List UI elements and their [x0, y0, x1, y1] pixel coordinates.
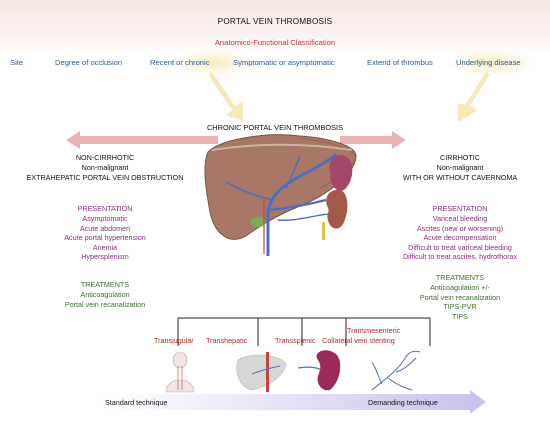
category-symptomatic: Symptomatic or asymptomatic [233, 58, 335, 67]
arrow-recent-to-chronic [209, 72, 243, 121]
non-cirrhotic-treatments: TREATMENTS Anticoagulation Portal vein r… [0, 280, 210, 309]
list-item: Acute decompensation [423, 233, 497, 243]
category-extend-of-thrombus: Extend of thrombus [367, 58, 433, 67]
arrow-underlying-to-cirrhotic [458, 72, 490, 122]
scale-arrow [100, 390, 486, 414]
heading-line: Non-malignant [81, 163, 129, 172]
treatments-label: TREATMENTS [80, 280, 130, 289]
technique-transjugular: Transjugular [154, 336, 194, 345]
list-item: Difficult to treat ascites, hydrothorax [402, 252, 518, 262]
list-item: Portal vein recanalization [64, 299, 146, 309]
scale-start-label: Standard technique [105, 398, 168, 407]
category-degree-of-occlusion: Degree of occlusion [55, 58, 123, 67]
list-item: Anticoagulation [80, 290, 130, 299]
transmesenteric-illustration [371, 350, 421, 391]
heading-line: EXTRAHEPATIC PORTAL VEIN OBSTRUCTION [26, 173, 184, 182]
transsplenic-illustration [297, 350, 341, 391]
list-item: Portal vein recanalization [419, 292, 501, 302]
non-cirrhotic-presentation: PRESENTATION Asymptomatic Acute abdomen … [0, 204, 210, 262]
presentation-label: PRESENTATION [432, 204, 488, 213]
cirrhotic-presentation: PRESENTATION Variceal bleeding Ascites (… [370, 204, 550, 262]
cirrhotic-treatments: TREATMENTS Anticoagulation +/- Portal ve… [370, 273, 550, 321]
transhepatic-illustration [236, 352, 287, 392]
scale-end-label: Demanding technique [368, 398, 438, 407]
category-recent-or-chronic: Recent or chronic [150, 58, 210, 67]
arrow-to-cirrhotic [340, 131, 406, 149]
list-item: Anticoagulation +/- [430, 283, 490, 292]
category-underlying-disease: Underlying disease [456, 58, 521, 67]
list-item: TIPS-PVR [443, 302, 477, 312]
chronic-pvt-title: CHRONIC PORTAL VEIN THROMBOSIS [206, 123, 344, 132]
list-item: Hypersplenism [81, 252, 129, 262]
category-site: Site [10, 58, 24, 67]
kidney-illustration [322, 189, 348, 240]
technique-transsplenic: Transsplenic [275, 336, 316, 345]
non-cirrhotic-heading: NON-CIRRHOTIC Non-malignant EXTRAHEPATIC… [0, 153, 210, 183]
cirrhotic-heading: CIRRHOTIC Non-malignant WITH OR WITHOUT … [370, 153, 550, 183]
list-item: TIPS [452, 311, 468, 321]
liver-illustration [204, 134, 357, 240]
technique-collateral-stenting: Collateral vein stenting [322, 336, 395, 345]
treatments-label: TREATMENTS [435, 273, 485, 282]
page-subtitle: Anatomico-Functional Classification [214, 38, 336, 47]
heading-line: Non-malignant [436, 163, 484, 172]
highlight-underlying-disease [447, 49, 535, 77]
heading-line: CIRRHOTIC [440, 153, 480, 162]
heading-line: NON-CIRRHOTIC [75, 153, 135, 162]
transjugular-illustration [165, 351, 195, 393]
presentation-label: PRESENTATION [77, 204, 133, 213]
technique-transmesenteric: Transmesenteric [347, 326, 401, 335]
list-item: Anemia [92, 242, 118, 252]
list-item: Asymptomatic [82, 214, 128, 223]
heading-line: WITH OR WITHOUT CAVERNOMA [402, 173, 518, 182]
list-item: Ascites (new or worsening) [416, 223, 504, 233]
highlight-recent-chronic [174, 49, 254, 77]
technique-transhepatic: Transhepatic [206, 336, 248, 345]
list-item: Variceal bleeding [432, 214, 488, 223]
page-title: PORTAL VEIN THROMBOSIS [217, 17, 333, 26]
spleen-illustration [329, 155, 353, 191]
portal-vein-vessels [225, 152, 339, 256]
header-band [0, 0, 550, 54]
list-item: Acute portal hypertension [64, 233, 146, 243]
list-item: Difficult to treat variceal bleeding [408, 242, 512, 252]
arrow-to-non-cirrhotic [66, 131, 218, 149]
list-item: Acute abdomen [79, 223, 131, 233]
technique-bracket [177, 317, 431, 346]
